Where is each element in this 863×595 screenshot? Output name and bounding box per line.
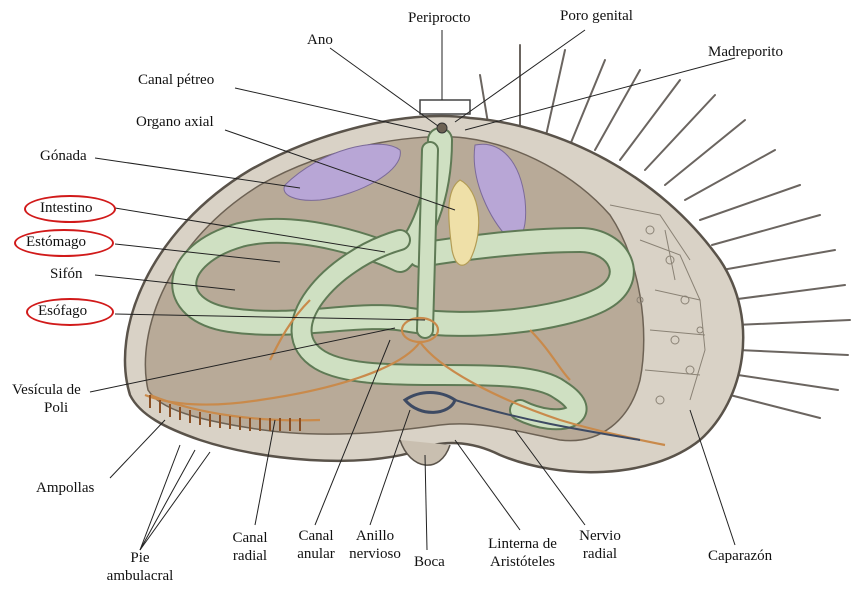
label-intestino: Intestino (40, 200, 93, 217)
label-estomago: Estómago (26, 234, 86, 251)
label-periprocto: Periprocto (408, 10, 470, 27)
label-ano: Ano (307, 32, 333, 49)
label-boca: Boca (414, 554, 445, 571)
label-pie-ambulacral-line1: Pie (95, 550, 185, 567)
label-pie-ambulacral-line2: ambulacral (95, 568, 185, 585)
label-sifon: Sifón (50, 266, 83, 283)
periproct-plate (420, 100, 470, 114)
label-canal-anular-line1: Canal (286, 528, 346, 545)
label-poro-genital: Poro genital (560, 8, 633, 25)
label-vesicula-de-poli-line1: Vesícula de (12, 382, 81, 399)
label-canal-radial-line1: Canal (220, 530, 280, 547)
label-organo-axial: Organo axial (136, 114, 214, 131)
label-canal-radial-line2: radial (220, 548, 280, 565)
label-caparazon: Caparazón (708, 548, 772, 565)
label-linterna-line1: Linterna de (475, 536, 570, 553)
label-nervio-radial-line1: Nervio (570, 528, 630, 545)
label-gonada: Gónada (40, 148, 87, 165)
label-nervio-radial-line2: radial (570, 546, 630, 563)
label-anillo-nervioso-line2: nervioso (340, 546, 410, 563)
label-anillo-nervioso-line1: Anillo (340, 528, 410, 545)
label-linterna-line2: Aristóteles (475, 554, 570, 571)
label-canal-petreo: Canal pétreo (138, 72, 214, 89)
label-esofago: Esófago (38, 303, 87, 320)
label-canal-anular-line2: anular (286, 546, 346, 563)
label-madreporito: Madreporito (708, 44, 783, 61)
label-vesicula-de-poli-line2: Poli (44, 400, 68, 417)
label-ampollas: Ampollas (36, 480, 94, 497)
anus-opening (437, 123, 447, 133)
